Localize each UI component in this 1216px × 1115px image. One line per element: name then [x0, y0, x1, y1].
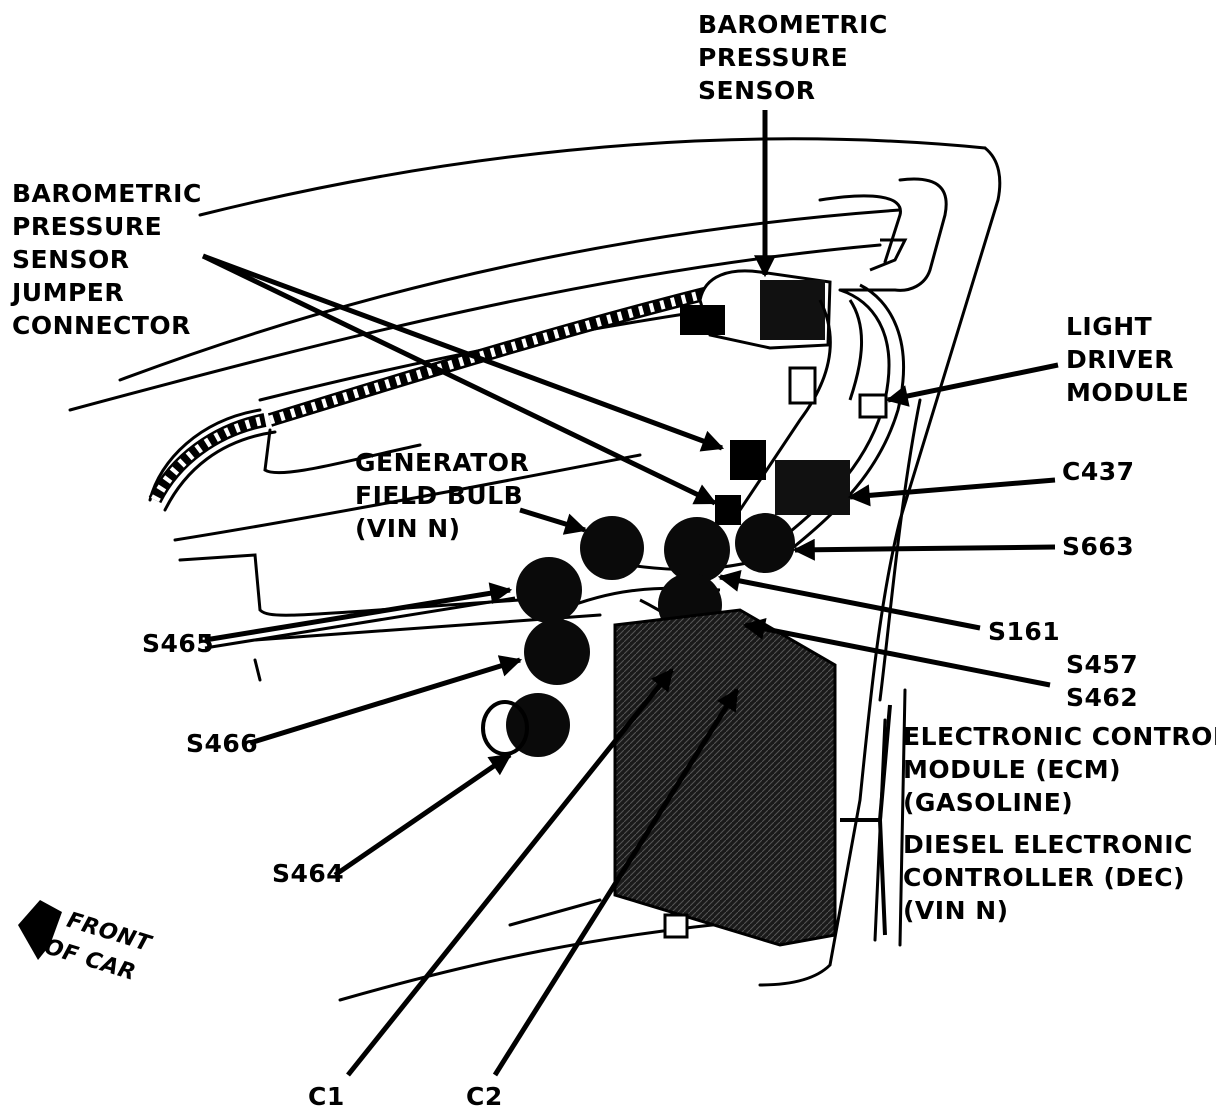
baro-jumper-connector	[730, 440, 766, 480]
label-c1: C1	[308, 1082, 345, 1111]
ecm-module	[613, 608, 837, 947]
label-s663: S663	[1062, 532, 1135, 561]
label-s161: S161	[988, 617, 1061, 646]
ecm-dec-bracket	[840, 704, 892, 936]
light-driver-module-body	[858, 393, 888, 419]
label-s465: S465	[142, 629, 215, 658]
front-arrow-icon	[18, 900, 62, 960]
label-c437: C437	[1062, 457, 1135, 486]
c437-connector	[775, 460, 850, 515]
trim-ribs	[148, 283, 722, 504]
baro-sensor-body	[680, 269, 832, 350]
label-s466: S466	[186, 729, 259, 758]
label-s464: S464	[272, 859, 345, 888]
label-c2: C2	[466, 1082, 503, 1111]
leader-arrows	[201, 110, 1059, 1077]
